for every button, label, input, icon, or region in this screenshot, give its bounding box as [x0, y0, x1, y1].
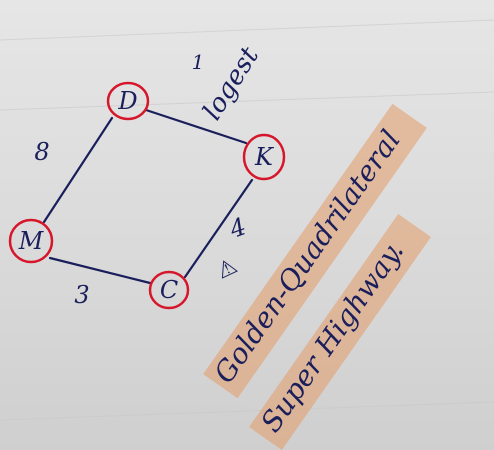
edge-m-c — [48, 256, 152, 285]
scribble-mark: ⚠ — [213, 254, 241, 285]
node-c-circle — [148, 270, 190, 310]
node-c-label: C — [160, 276, 178, 304]
edge-weight-c-k: 4 — [225, 212, 250, 244]
node-k-circle — [242, 133, 286, 181]
edge-weight-m-c: 3 — [74, 281, 89, 309]
edge-c-k — [183, 178, 254, 279]
edge-weight-m-d: 8 — [34, 138, 49, 166]
ruled-lines — [0, 19, 494, 421]
edge-m-d — [42, 116, 114, 224]
node-m-circle — [8, 218, 54, 264]
node-m-label: M — [18, 227, 45, 255]
node-d-circle — [106, 81, 150, 121]
edge-d-k — [144, 108, 248, 145]
node-d-label: D — [117, 87, 137, 115]
highlight-super-highway — [249, 214, 431, 450]
annotation-longest: logest — [197, 42, 265, 126]
node-k-label: K — [254, 143, 275, 171]
edge-weight-d-k: 1 — [192, 50, 205, 74]
highlight-golden-quadrilateral — [203, 103, 427, 399]
